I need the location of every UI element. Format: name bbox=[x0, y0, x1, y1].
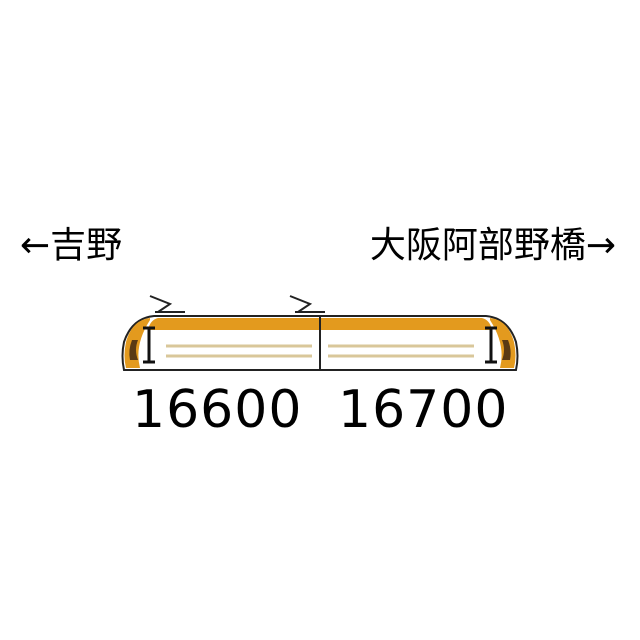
direction-yoshino: ←吉野 bbox=[20, 225, 123, 266]
direction-osaka-abenobashi: 大阪阿部野橋→ bbox=[369, 225, 616, 266]
train-car-16700 bbox=[319, 315, 519, 371]
headlight-icon bbox=[485, 326, 497, 364]
nose-shadow bbox=[129, 340, 138, 360]
train-car-16600 bbox=[121, 315, 321, 371]
nose-shadow bbox=[502, 340, 511, 360]
car-number-2: 16700 bbox=[338, 380, 509, 440]
car-number-1: 16600 bbox=[132, 380, 303, 440]
body-stripe bbox=[320, 318, 492, 330]
headlight-icon bbox=[143, 326, 155, 364]
body-stripe bbox=[148, 318, 320, 330]
pantograph-icon bbox=[149, 295, 185, 313]
pantograph-icon bbox=[289, 295, 325, 313]
